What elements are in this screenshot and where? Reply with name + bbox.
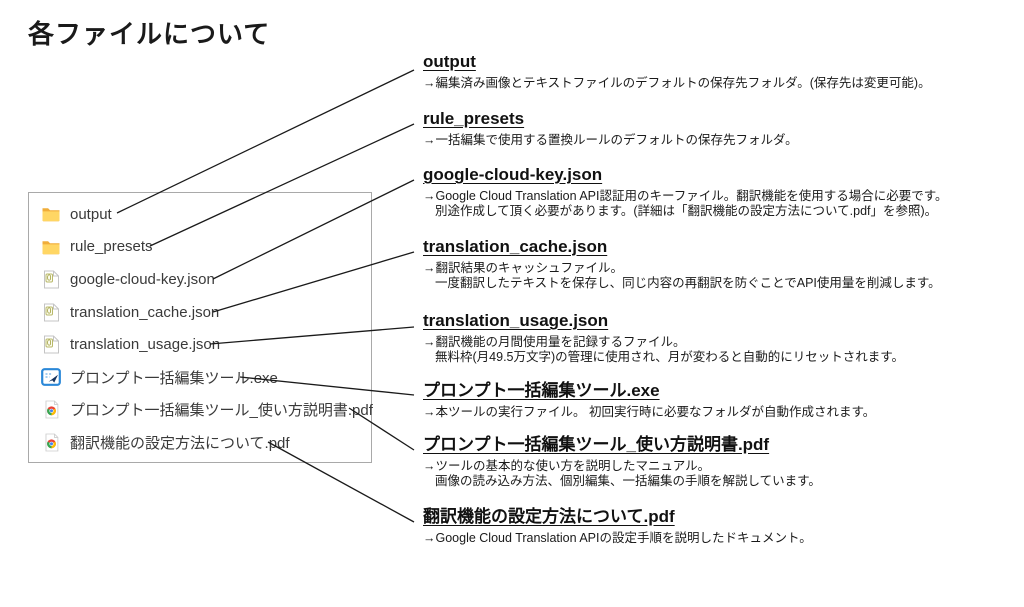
annotation-google-cloud-key: google-cloud-key.json →Google Cloud Tran… — [423, 165, 1023, 219]
annotation-manual-pdf: プロンプト一括編集ツール_使い方説明書.pdf →ツールの基本的な使い方を説明し… — [423, 435, 1023, 489]
annotation-heading: output — [423, 52, 476, 71]
annotation-line: →翻訳機能の月間使用量を記録するファイル。 — [423, 335, 686, 349]
annotation-line: 一度翻訳したテキストを保存し、同じ内容の再翻訳を防ぐことでAPI使用量を削減しま… — [435, 275, 941, 290]
annotation-line: →本ツールの実行ファイル。 初回実行時に必要なフォルダが自動作成されます。 — [423, 405, 876, 419]
svg-text:0: 0 — [46, 274, 51, 283]
file-name: output — [70, 205, 112, 223]
file-row-google-cloud-key[interactable]: 0 google-cloud-key.json — [41, 263, 371, 296]
exe-app-icon — [41, 367, 61, 387]
svg-text:0: 0 — [46, 339, 51, 348]
annotation-line: →ツールの基本的な使い方を説明したマニュアル。 — [423, 459, 711, 473]
pdf-chrome-icon — [41, 432, 61, 452]
annotation-line: →翻訳結果のキャッシュファイル。 — [423, 261, 624, 275]
annotation-line: →編集済み画像とテキストファイルのデフォルトの保存先フォルダ。(保存先は変更可能… — [423, 76, 931, 90]
svg-text:0: 0 — [46, 306, 51, 315]
annotation-heading: google-cloud-key.json — [423, 165, 603, 184]
file-name: rule_presets — [70, 238, 153, 256]
annotation-output: output →編集済み画像とテキストファイルのデフォルトの保存先フォルダ。(保… — [423, 52, 1023, 91]
annotation-line: →Google Cloud Translation APIの設定手順を説明したド… — [423, 531, 812, 545]
file-name: プロンプト一括編集ツール.exe — [70, 369, 278, 387]
file-row-tool-exe[interactable]: プロンプト一括編集ツール.exe — [41, 361, 371, 394]
file-name: translation_cache.json — [70, 303, 220, 321]
annotation-translation-usage: translation_usage.json →翻訳機能の月間使用量を記録するフ… — [423, 311, 1023, 365]
file-name: translation_usage.json — [70, 336, 221, 354]
file-name: google-cloud-key.json — [70, 270, 215, 288]
file-row-translation-cache[interactable]: 0 translation_cache.json — [41, 296, 371, 329]
json-file-icon: 0 — [41, 335, 61, 355]
page-title: 各ファイルについて — [28, 19, 271, 49]
annotation-heading: プロンプト一括編集ツール.exe — [423, 381, 660, 400]
folder-icon — [41, 237, 61, 257]
json-file-icon: 0 — [41, 302, 61, 322]
annotation-heading: translation_cache.json — [423, 237, 608, 256]
annotation-heading: プロンプト一括編集ツール_使い方説明書.pdf — [423, 435, 770, 454]
annotation-line: 無料枠(月49.5万文字)の管理に使用され、月が変わると自動的にリセットされます… — [435, 349, 905, 364]
annotation-heading: 翻訳機能の設定方法について.pdf — [423, 507, 675, 526]
file-row-rule-presets[interactable]: rule_presets — [41, 231, 371, 264]
file-row-translation-usage[interactable]: 0 translation_usage.json — [41, 328, 371, 361]
annotation-tool-exe: プロンプト一括編集ツール.exe →本ツールの実行ファイル。 初回実行時に必要な… — [423, 381, 1023, 420]
file-row-manual-pdf[interactable]: プロンプト一括編集ツール_使い方説明書.pdf — [41, 394, 373, 427]
file-explorer-panel: output rule_presets 0 google-cloud-ke — [28, 192, 373, 463]
pdf-chrome-icon — [41, 400, 61, 420]
annotation-translation-cache: translation_cache.json →翻訳結果のキャッシュファイル。 … — [423, 237, 1023, 291]
file-row-settings-pdf[interactable]: 翻訳機能の設定方法について.pdf — [41, 426, 371, 459]
folder-icon — [41, 204, 61, 224]
file-row-output[interactable]: output — [41, 198, 371, 231]
annotation-line: →一括編集で使用する置換ルールのデフォルトの保存先フォルダ。 — [423, 133, 798, 147]
annotation-rule-presets: rule_presets →一括編集で使用する置換ルールのデフォルトの保存先フォ… — [423, 109, 1023, 148]
json-file-icon: 0 — [41, 269, 61, 289]
annotation-line: →Google Cloud Translation API認証用のキーファイル。… — [423, 189, 948, 203]
annotation-settings-pdf: 翻訳機能の設定方法について.pdf →Google Cloud Translat… — [423, 507, 1023, 546]
annotation-heading: translation_usage.json — [423, 311, 609, 330]
file-name: プロンプト一括編集ツール_使い方説明書.pdf — [70, 402, 373, 420]
annotation-heading: rule_presets — [423, 109, 525, 128]
annotation-line: 別途作成して頂く必要があります。(詳細は「翻訳機能の設定方法について.pdf」を… — [435, 203, 938, 218]
annotation-line: 画像の読み込み方法、個別編集、一括編集の手順を解説しています。 — [435, 473, 821, 488]
file-name: 翻訳機能の設定方法について.pdf — [70, 434, 290, 452]
